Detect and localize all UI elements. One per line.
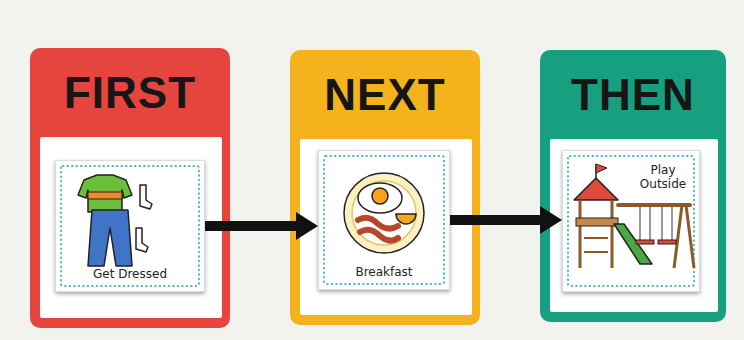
swing-seat	[658, 240, 676, 244]
activity-card: Get Dressed	[55, 160, 205, 292]
tower-deck	[576, 218, 618, 226]
step-panel: FIRST Get Dressed	[30, 48, 230, 328]
sock-icon	[136, 228, 148, 252]
shirt-icon	[78, 175, 132, 212]
tower-roof	[574, 178, 618, 200]
swing-rope	[639, 206, 640, 240]
swing-rope	[671, 206, 672, 240]
swing-rope	[661, 206, 662, 240]
ladder-rung	[584, 251, 608, 253]
flow-arrow	[450, 215, 544, 225]
egg-white	[358, 183, 402, 213]
swing-bar	[618, 203, 690, 207]
flag-icon	[596, 164, 607, 173]
dotted-frame	[324, 156, 444, 284]
activity-label: Play Outside	[633, 163, 693, 191]
flag-pole	[595, 164, 597, 178]
activity-card: Play Outside	[562, 150, 700, 292]
tower-post	[611, 200, 614, 268]
activity-card: Breakfast	[318, 150, 450, 290]
bacon-strip	[360, 230, 398, 241]
shirt-stripe	[88, 192, 122, 199]
step-panel: THEN Play Outside	[540, 50, 726, 322]
swing-seat	[636, 240, 654, 244]
dotted-frame	[61, 166, 199, 286]
tower-post	[579, 200, 582, 268]
egg-yolk	[372, 188, 388, 204]
flow-arrow	[205, 221, 300, 231]
dotted-frame	[568, 156, 694, 286]
step-panel: NEXT Breakfast	[290, 50, 480, 325]
plate-icon	[344, 173, 424, 253]
swing-rope	[649, 206, 650, 240]
step-heading: NEXT	[290, 70, 480, 120]
jeans-icon	[88, 210, 132, 266]
ladder-rung	[584, 237, 608, 239]
orange-slice	[396, 214, 416, 224]
slide-icon	[614, 224, 652, 264]
swing-leg	[686, 205, 694, 268]
plate-rim	[352, 181, 416, 245]
swing-leg	[674, 205, 682, 268]
activity-label: Get Dressed	[56, 267, 204, 281]
activity-label: Breakfast	[319, 265, 449, 279]
sock-icon	[140, 185, 152, 209]
step-heading: THEN	[540, 70, 726, 120]
step-heading: FIRST	[30, 68, 230, 118]
bacon-strip	[358, 218, 398, 229]
